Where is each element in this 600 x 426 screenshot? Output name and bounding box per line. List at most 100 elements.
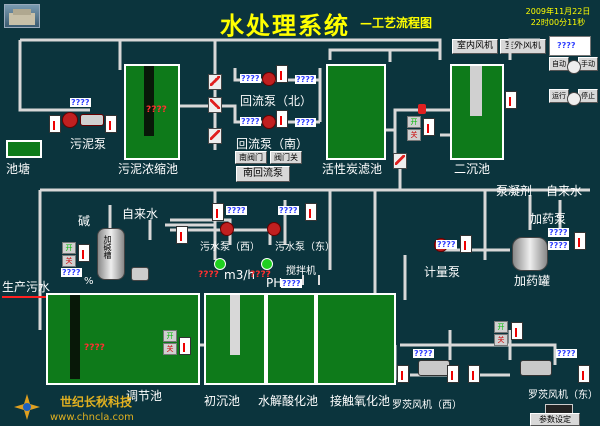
return-pump-north-icon[interactable]	[262, 72, 276, 86]
carbon-small-valve-icon[interactable]	[418, 104, 426, 114]
sewage-pump-west-label: 污水泵（西）	[200, 242, 260, 253]
alkali-label: 碱	[78, 214, 91, 228]
mixer-label: 搅拌机	[286, 266, 316, 277]
carbon-valve-icon[interactable]	[393, 153, 407, 169]
ph-value: ????	[281, 279, 302, 288]
blower-east-gauge-icon	[468, 365, 480, 383]
secondary-clarifier-tank	[450, 64, 504, 160]
blower-west-gauge-icon	[397, 365, 409, 383]
blower-west-label: 罗茨风机（西）	[392, 400, 462, 411]
activated-carbon-label: 活性炭滤池	[322, 162, 383, 176]
metering-pump-label: 计量泵	[424, 265, 461, 279]
blower-east-label: 罗茨风机（东）	[528, 390, 598, 401]
clarifier-gauge-icon	[505, 91, 517, 109]
primary-sedimentation-label: 初沉池	[204, 394, 241, 408]
return-pump-north-status-2: ????	[295, 75, 316, 84]
sewage-pump-west-icon[interactable]	[220, 222, 234, 236]
manual-button[interactable]: 手动	[578, 57, 598, 71]
carbon-on-button[interactable]: 开	[407, 116, 421, 128]
sludge-pump-gauge-icon	[49, 115, 61, 133]
sewage-pump-east-status: ????	[278, 206, 299, 215]
sludge-pump-label: 污泥泵	[70, 137, 107, 151]
aeration-gauge-2-icon	[511, 322, 523, 340]
aeration2-on-button[interactable]: 开	[494, 321, 508, 333]
blower-east-status: ????	[556, 349, 577, 358]
sludge-pump-status: ????	[70, 98, 91, 107]
blower-east-icon[interactable]	[520, 360, 552, 376]
sewage-pump-east-icon[interactable]	[267, 222, 281, 236]
return-pump-south-icon[interactable]	[262, 115, 276, 129]
top-valve-2-icon[interactable]	[208, 97, 222, 113]
alkali-pump-gauge-icon	[176, 226, 188, 244]
pond-label: 池塘	[6, 162, 31, 176]
blower-west-icon[interactable]	[418, 360, 450, 376]
production-sewage-label: 生产污水	[2, 280, 51, 294]
carbon-onoff-switch[interactable]: 开 关	[407, 116, 421, 141]
tap-water-left-label: 自来水	[122, 207, 159, 221]
top-valve-3-icon[interactable]	[208, 128, 222, 144]
return-pump-north-label: 回流泵（北）	[240, 94, 313, 108]
company-url: www.chncla.com	[50, 412, 134, 423]
dosing-tank-icon	[512, 237, 548, 271]
sludge-thickener-tank	[124, 64, 180, 160]
page-title: 水处理系统	[220, 11, 350, 40]
auto-manual-switch-icon[interactable]	[567, 60, 581, 74]
metering-pump-status: ????	[436, 240, 457, 249]
equalization-tank-label: 调节池	[126, 389, 163, 403]
flow-indicator-1-icon	[214, 258, 226, 270]
return-pump-south-status: ????	[240, 117, 261, 126]
indoor-fan-button[interactable]: 室内风机	[452, 39, 498, 54]
aeration-onoff-switch-2[interactable]: 开 关	[494, 321, 508, 346]
alkali-tank-icon	[97, 228, 125, 280]
sludge-pump-gauge2-icon	[105, 115, 117, 133]
run-stop-switch-icon[interactable]	[567, 92, 581, 106]
sludge-thickener-value: ????	[146, 105, 167, 115]
hydrolysis-acidification-tank	[266, 293, 316, 385]
time-text: 22时00分11秒	[530, 18, 586, 27]
primary-sedimentation-tank	[204, 293, 266, 385]
pond-tank	[6, 140, 42, 158]
sewage-pump-west-status: ????	[226, 206, 247, 215]
top-valve-1-icon[interactable]	[208, 74, 222, 90]
aeration-gauge-1-icon	[179, 337, 191, 355]
contact-oxidation-tank	[316, 293, 396, 385]
flow-indicator-2-icon	[261, 258, 273, 270]
sludge-pump-icon[interactable]	[62, 112, 78, 128]
return-pump-south-status-2: ????	[295, 118, 316, 127]
return-pump-south-gauge-icon	[276, 110, 288, 128]
sewage-east-gauge-icon	[305, 203, 317, 221]
carbon-off-button[interactable]: 关	[407, 129, 421, 141]
dosing-pump-status-2: ????	[548, 241, 569, 250]
alkali-on-button[interactable]: 开	[62, 242, 76, 254]
alkali-onoff-switch[interactable]: 开 关	[62, 242, 76, 267]
aeration1-on-button[interactable]: 开	[163, 330, 177, 342]
aeration-onoff-switch-1[interactable]: 开 关	[163, 330, 177, 355]
param-setting-button[interactable]: 参数设定	[530, 413, 580, 426]
south-return-pump-button[interactable]: 南回流泵	[236, 166, 290, 182]
blower-west-status: ????	[413, 349, 434, 358]
mixer-icon[interactable]	[302, 275, 320, 285]
fan-status-value: ????	[557, 41, 576, 50]
company-logo-icon	[12, 392, 42, 422]
dosing-tank-label: 加药罐	[514, 274, 551, 288]
contact-oxidation-label: 接触氧化池	[330, 394, 391, 408]
close-valve-button[interactable]: 阀门关	[270, 151, 302, 164]
flow-value: ????	[198, 270, 219, 280]
aeration1-off-button[interactable]: 关	[163, 343, 177, 355]
return-pump-south-label: 回流泵（南）	[236, 137, 309, 151]
return-pump-north-status: ????	[240, 74, 261, 83]
alkali-off-button[interactable]: 关	[62, 255, 76, 267]
alkali-percent-label: %	[84, 276, 94, 287]
aeration2-off-button[interactable]: 关	[494, 334, 508, 346]
dosing-pump-status: ????	[548, 228, 569, 237]
south-valve-button[interactable]: 南阀门	[235, 151, 267, 164]
blower-west-gauge2-icon	[447, 365, 459, 383]
sewage-west-gauge-icon	[212, 203, 224, 221]
return-pump-north-gauge-icon	[276, 65, 288, 83]
ph-label: PH	[266, 276, 283, 290]
metering-gauge-icon	[460, 235, 472, 253]
equalization-value: ????	[84, 343, 105, 353]
alkali-pump-icon[interactable]	[131, 267, 149, 281]
ph-value-left: ????	[250, 270, 271, 280]
